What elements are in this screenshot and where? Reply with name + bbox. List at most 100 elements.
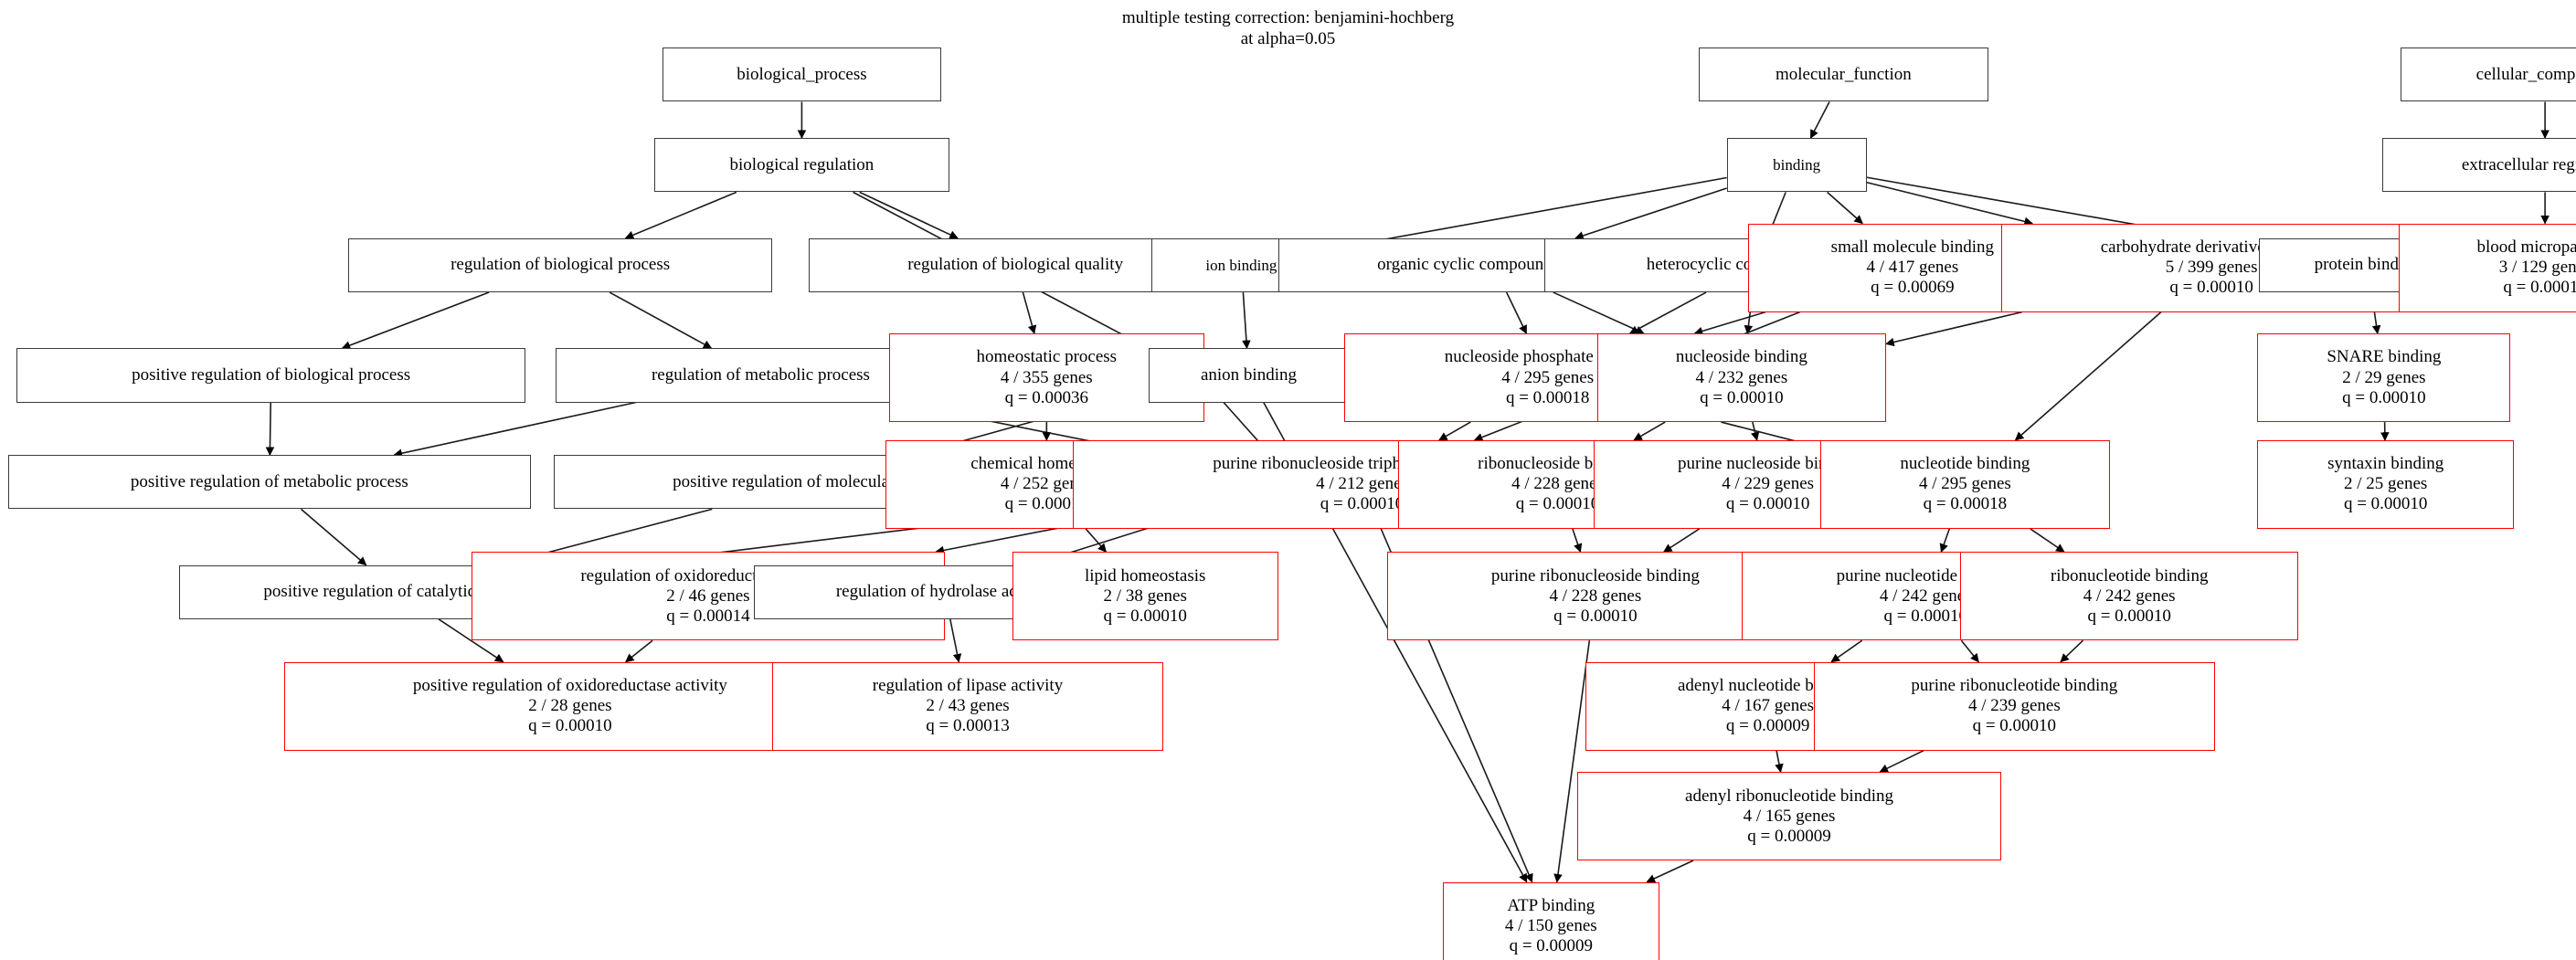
go-edge [1750, 421, 1760, 441]
go-edge [1809, 101, 1830, 139]
go-edge [2014, 311, 2162, 441]
go-node-label: nucleotide binding [1900, 454, 2030, 474]
go-node-gene-count: 4 / 229 genes [1722, 474, 1815, 494]
go-edge [300, 508, 367, 566]
go-node-qvalue: q = 0.00010 [528, 716, 612, 736]
go-node-label: purine nucleoside binding [1677, 454, 1859, 474]
go-node-label: ATP binding [1507, 896, 1595, 915]
go-node-label: binding [1773, 155, 1821, 174]
go-node-label: anion binding [1200, 364, 1297, 385]
page-title: multiple testing correction: benjamini-h… [1121, 8, 1455, 49]
go-edge [859, 191, 959, 239]
go-node-qvalue: q = 0.00010 [1553, 606, 1638, 626]
go-node-anion_binding[interactable]: anion binding [1148, 348, 1350, 403]
go-node-qvalue: q = 0.00010 [1515, 494, 1600, 514]
go-node-biological_process[interactable]: biological_process [662, 47, 942, 102]
go-edge [1866, 181, 2033, 227]
go-edge [1827, 191, 1863, 225]
go-node-gene-count: 4 / 239 genes [1967, 696, 2061, 716]
go-node-pos_reg_metabolic_process[interactable]: positive regulation of metabolic process [7, 455, 531, 510]
go-node-extracellular_region_part[interactable]: extracellular region part [2382, 138, 2576, 193]
go-node-gene-count: 2 / 28 genes [528, 696, 612, 716]
go-edge [1574, 187, 1727, 240]
go-node-binding[interactable]: binding [1726, 138, 1867, 193]
go-node-biological_regulation[interactable]: biological regulation [653, 138, 950, 193]
go-node-label: positive regulation of catalytic activit… [263, 582, 532, 602]
go-edge [2060, 639, 2084, 663]
go-node-label: regulation of biological process [451, 255, 671, 275]
go-node-qvalue: q = 0.00010 [1883, 606, 1967, 626]
go-node-qvalue: q = 0.00009 [1747, 826, 1831, 846]
go-node-label: nucleoside binding [1675, 347, 1807, 367]
go-node-label: regulation of hydrolase activity [835, 582, 1054, 602]
go-node-gene-count: 5 / 399 genes [2165, 258, 2258, 278]
go-node-label: positive regulation of oxidoreductase ac… [412, 676, 727, 696]
go-node-label: adenyl ribonucleotide binding [1685, 786, 1893, 806]
go-node-qvalue: q = 0.00014 [666, 606, 750, 626]
go-node-label: extracellular region part [2461, 154, 2576, 174]
go-node-gene-count: 4 / 167 genes [1722, 696, 1815, 716]
go-edge [1553, 291, 1645, 334]
go-node-molecular_function[interactable]: molecular_function [1699, 47, 1988, 102]
go-node-label: positive regulation of biological proces… [132, 364, 411, 385]
go-node-gene-count: 4 / 228 genes [1549, 585, 1642, 606]
go-node-label: syntaxin binding [2327, 454, 2444, 474]
go-node-qvalue: q = 0.00013 [926, 716, 1010, 736]
go-node-label: regulation of metabolic process [651, 364, 870, 385]
go-node-label: cellular_component [2475, 64, 2576, 84]
go-node-cellular_component[interactable]: cellular_component [2400, 47, 2576, 102]
go-node-gene-count: 4 / 242 genes [1879, 585, 1972, 606]
go-node-pos_reg_bio_process[interactable]: positive regulation of biological proces… [16, 348, 526, 403]
go-node-gene-count: 4 / 232 genes [1695, 367, 1788, 387]
go-node-qvalue: q = 0.00010 [2343, 494, 2428, 514]
go-edge [1693, 311, 1766, 336]
go-node-qvalue: q = 0.00009 [1725, 716, 1810, 736]
go-edge [1960, 639, 1979, 663]
go-node-label: purine ribonucleoside binding [1490, 565, 1700, 585]
go-edge [1085, 528, 1108, 553]
go-node-pos_reg_oxidoreductase_activity[interactable]: positive regulation of oxidoreductase ac… [284, 661, 856, 751]
go-node-gene-count: 4 / 295 genes [1501, 367, 1595, 387]
go-node-label: ribonucleotide binding [2050, 565, 2209, 585]
go-node-qvalue: q = 0.00010 [1103, 606, 1187, 626]
go-node-label: adenyl nucleotide binding [1677, 676, 1859, 696]
go-node-label: positive regulation of metabolic process [130, 471, 408, 491]
go-edge [1885, 311, 2023, 347]
go-node-reg_bio_process[interactable]: regulation of biological process [348, 237, 773, 293]
go-edge [1628, 291, 1707, 334]
go-node-qvalue: q = 0.00010 [2342, 387, 2426, 407]
go-edge [624, 191, 737, 239]
go-node-label: blood microparticle [2476, 237, 2576, 257]
go-edge [1633, 421, 1666, 441]
go-edge [1438, 421, 1471, 441]
go-edge [2030, 528, 2065, 553]
go-node-label: regulation of lipase activity [872, 676, 1064, 696]
go-edge [341, 291, 490, 350]
go-node-qvalue: q = 0.00018 [1505, 387, 1590, 407]
go-node-qvalue: q = 0.00013 [2503, 278, 2576, 298]
go-node-label: small molecule binding [1830, 237, 1995, 257]
go-node-gene-count: 2 / 25 genes [2344, 474, 2428, 494]
go-edge [1646, 860, 1694, 883]
go-node-gene-count: 4 / 212 genes [1316, 474, 1408, 494]
go-edge [1879, 749, 1924, 773]
go-node-qvalue: q = 0.00069 [1871, 278, 1955, 298]
go-edge [949, 618, 962, 663]
go-node-gene-count: 2 / 46 genes [666, 585, 750, 606]
go-edge [1939, 528, 1951, 554]
go-node-label: purine ribonucleotide binding [1911, 676, 2118, 696]
go-edge [1663, 528, 1701, 553]
go-node-gene-count: 4 / 252 genes [1000, 474, 1093, 494]
